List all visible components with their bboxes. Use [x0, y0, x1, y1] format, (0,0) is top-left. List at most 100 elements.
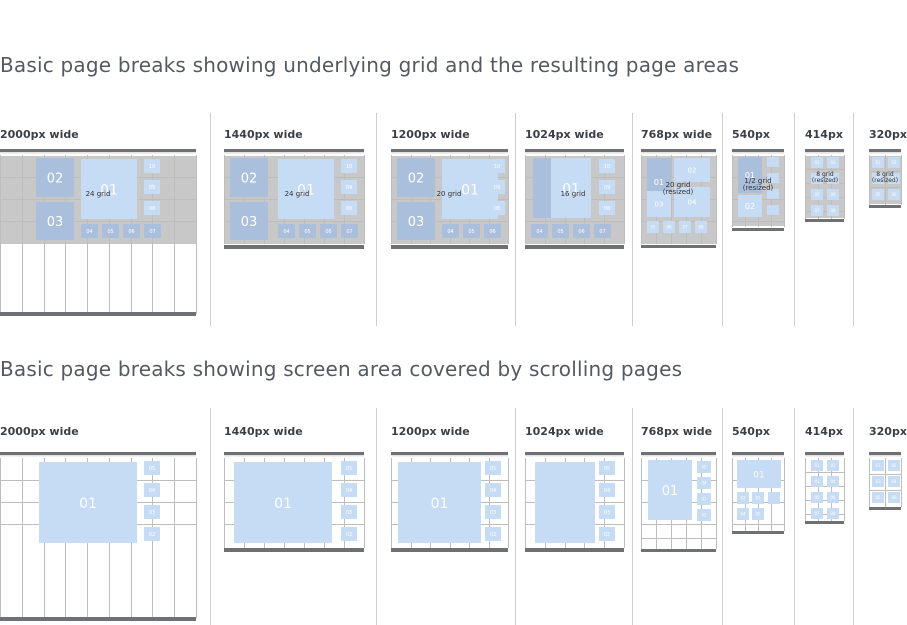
block-label: 09 — [149, 185, 155, 191]
page-area-block — [599, 505, 615, 519]
page-area-block — [599, 201, 615, 215]
block-label: 05 — [304, 229, 310, 235]
block-label: 10 — [346, 164, 352, 170]
grid-size-label: (resized) — [872, 177, 898, 184]
page-area-block — [811, 189, 823, 200]
page-area-block — [599, 527, 615, 541]
block-label: 09 — [494, 185, 500, 191]
grid-size-label: 20 grid — [666, 181, 691, 189]
page-area-block — [341, 505, 357, 519]
page-header-text — [0, 152, 196, 154]
column-divider — [515, 113, 516, 326]
grid-size-label: 1/2 grid — [744, 177, 771, 185]
block-label: 05 — [755, 512, 761, 517]
block-label: 01 — [100, 182, 118, 198]
page-area-block — [663, 221, 675, 233]
column-divider — [632, 408, 633, 625]
page-area-block — [599, 483, 615, 497]
block-label: 01 — [431, 496, 449, 512]
page-area-block — [144, 527, 160, 541]
block-label: 01 — [461, 182, 479, 198]
page-area-block — [552, 224, 569, 238]
page-header-bar — [641, 149, 716, 152]
block-label: 02 — [241, 171, 258, 186]
page-area-block — [144, 224, 161, 238]
page-footer-bar — [0, 312, 196, 316]
page-area-block — [872, 492, 884, 503]
page-area-block — [811, 476, 823, 487]
page-area-block — [648, 460, 692, 520]
block-label: 04 — [891, 176, 897, 181]
block-label: 07 — [814, 511, 820, 516]
page-area-block — [278, 159, 334, 219]
page-header-text — [391, 152, 508, 154]
block-label: 02 — [891, 463, 897, 468]
page-area-block — [695, 221, 707, 233]
column-divider — [853, 113, 854, 326]
block-label: 03 — [346, 510, 352, 516]
page-area-block — [767, 189, 779, 199]
page-area-block — [299, 224, 316, 238]
page-footer-bar — [0, 617, 196, 621]
block-label: 02 — [745, 202, 755, 211]
page-header-text — [525, 152, 624, 154]
page-header-bar — [805, 149, 844, 152]
block-label: 03 — [47, 215, 64, 230]
breakpoint-label: 1200px wide — [391, 425, 470, 438]
column-divider — [722, 113, 723, 326]
grid-size-label: (resized) — [663, 188, 694, 196]
page-area-block — [599, 180, 615, 194]
page-area-block — [442, 159, 498, 219]
block-label: 02 — [740, 496, 746, 501]
block-label: 01 — [814, 463, 820, 468]
page-footer-bar — [525, 245, 624, 249]
block-label: 05 — [346, 466, 352, 472]
block-label: 03 — [701, 497, 707, 502]
page-area-block — [36, 202, 74, 240]
breakpoint-label: 768px wide — [641, 425, 713, 438]
page-header-text — [732, 455, 784, 457]
breakpoint-label: 1024px wide — [525, 425, 604, 438]
page-area-block — [827, 157, 839, 168]
page-area-block — [230, 158, 268, 197]
block-label: 02 — [830, 463, 836, 468]
breakpoint-label: 540px — [732, 425, 770, 438]
page-footer-bar — [641, 549, 716, 552]
block-label: 05 — [814, 495, 820, 500]
page-header-bar — [391, 452, 508, 455]
page-area-block — [697, 461, 711, 473]
page-area-block — [144, 180, 160, 194]
page-area-block — [36, 158, 74, 197]
block-label: 04 — [346, 488, 352, 494]
page-area-block — [811, 460, 823, 471]
page-area-block — [697, 477, 711, 489]
page-footer-bar — [224, 245, 364, 249]
page-area-block — [827, 173, 839, 184]
page-area-block — [144, 461, 160, 475]
block-label: 03 — [814, 176, 820, 181]
breakpoint-label: 414px — [805, 128, 843, 141]
block-label: 08 — [494, 206, 500, 212]
block-label: 05 — [557, 229, 563, 235]
block-label: 03 — [814, 479, 820, 484]
section-2-title: Basic page breaks showing screen area co… — [0, 357, 683, 381]
page-header-text — [869, 152, 901, 154]
page-area-block — [872, 189, 884, 200]
block-label: 09 — [346, 185, 352, 191]
page-area-block — [485, 527, 501, 541]
page-area-block — [485, 483, 501, 497]
page-header-text — [732, 152, 784, 154]
block-label: 04 — [536, 229, 542, 235]
breakpoint-label: 320px — [869, 425, 907, 438]
page-footer-bar — [391, 548, 508, 552]
breakpoint-label: 2000px wide — [0, 128, 79, 141]
page-area-block — [872, 173, 884, 184]
block-label: 04 — [283, 229, 289, 235]
page-area-block — [489, 159, 505, 173]
